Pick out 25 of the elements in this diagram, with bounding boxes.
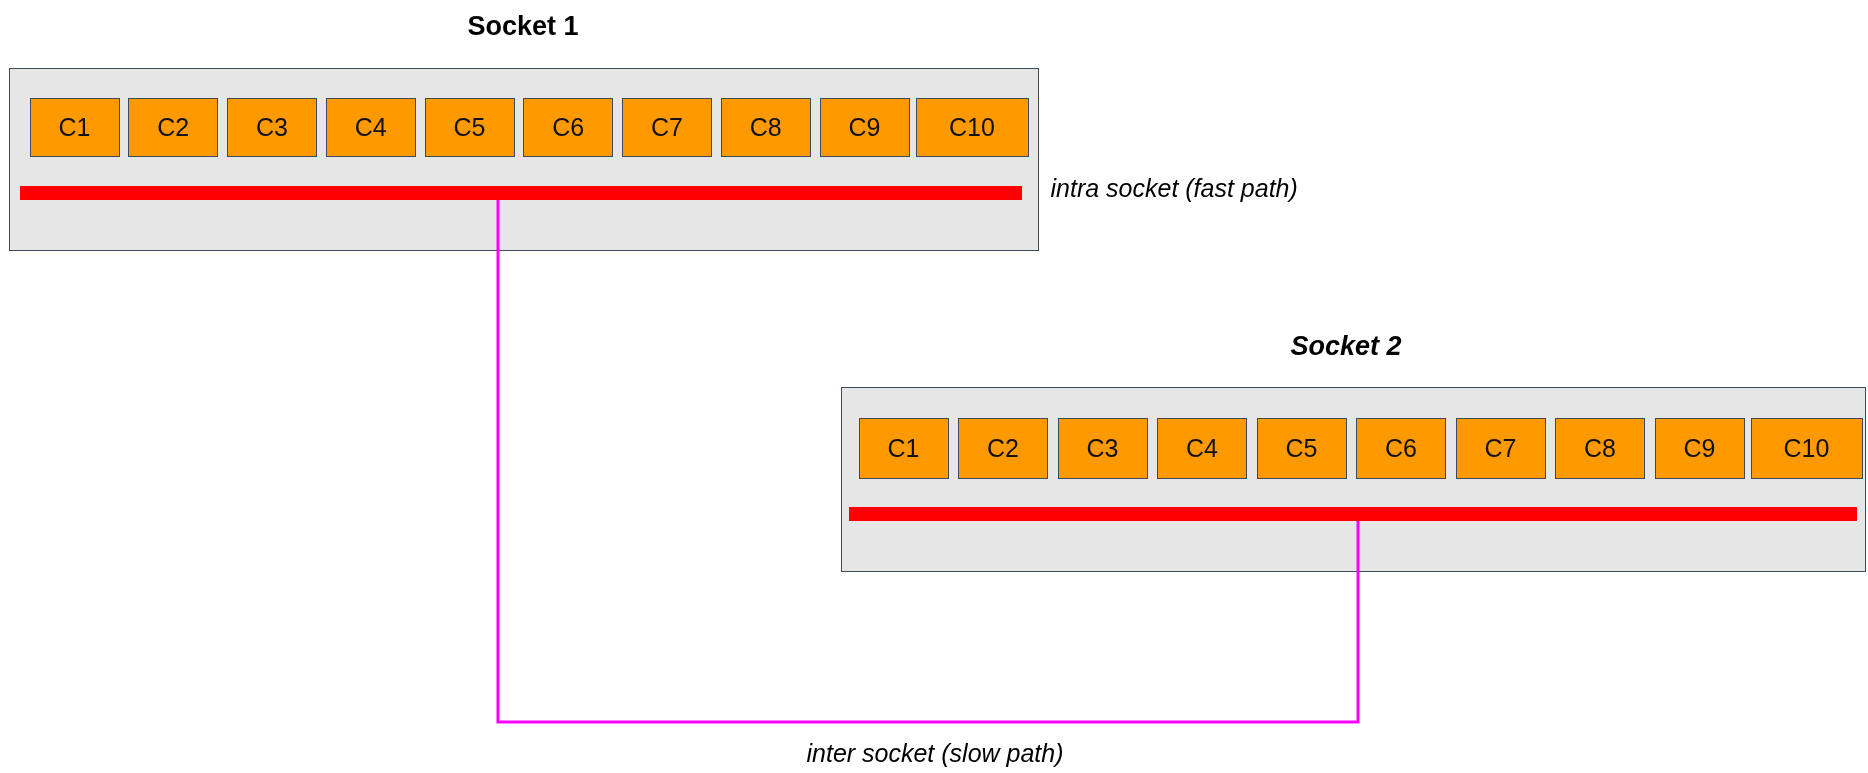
core-box: C5	[1256, 417, 1347, 479]
core-box: C6	[1356, 417, 1446, 479]
core-box: C2	[128, 97, 219, 157]
core-box: C5	[424, 97, 515, 157]
core-box: C1	[29, 97, 120, 157]
bus-bar	[848, 506, 1857, 521]
socket-title: Socket 1	[467, 11, 579, 42]
connector-line	[496, 200, 1360, 724]
core-box: C8	[720, 97, 811, 157]
core-box: C10	[915, 97, 1029, 157]
core-box: C3	[1057, 417, 1148, 479]
core-box: C8	[1555, 417, 1645, 479]
core-box: C3	[227, 97, 317, 157]
core-box: C4	[325, 97, 416, 157]
core-box: C4	[1157, 417, 1247, 479]
bus-label: intra socket (fast path)	[1050, 173, 1298, 203]
core-box: C1	[858, 417, 949, 479]
core-box: C9	[1654, 417, 1745, 479]
socket-title: Socket 2	[1290, 331, 1402, 362]
core-box: C9	[819, 97, 910, 157]
core-box: C7	[1455, 417, 1546, 479]
core-box: C6	[523, 97, 614, 157]
core-box: C2	[958, 417, 1048, 479]
core-box: C7	[622, 97, 712, 157]
core-box: C10	[1750, 417, 1863, 479]
